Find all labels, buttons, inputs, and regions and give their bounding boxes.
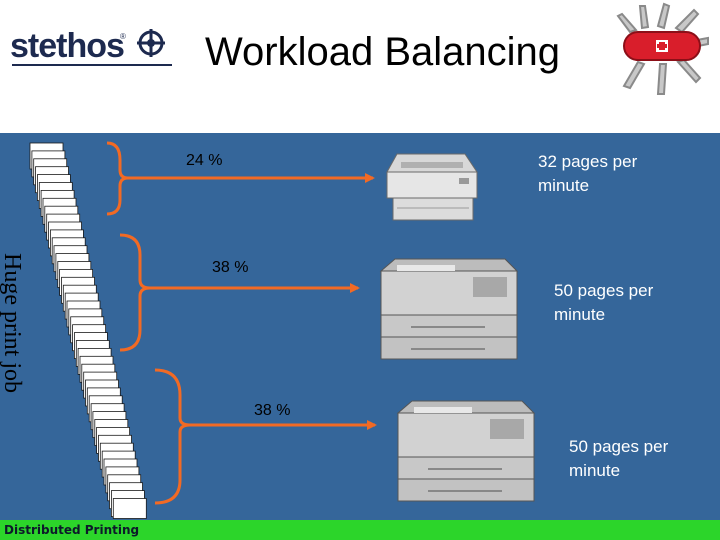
footer-bar: Distributed Printing xyxy=(0,520,720,540)
desktop-printer-icon xyxy=(386,153,478,221)
printer-rate-3: 50 pages per minute xyxy=(569,435,679,483)
stethos-logo: stethos ® xyxy=(10,26,172,76)
printer-rate-3-text: 50 pages per minute xyxy=(569,437,669,480)
crosshair-logo-icon xyxy=(137,29,165,57)
print-job-page-stack xyxy=(29,142,147,519)
percent-label-2: 38 % xyxy=(212,259,248,276)
slide-header: stethos ® Workload Balancing xyxy=(0,0,720,133)
printer-rate-2: 50 pages per minute xyxy=(554,279,664,327)
distribution-brace-3 xyxy=(154,368,191,505)
percent-label-1: 24 % xyxy=(186,152,222,169)
footer-label: Distributed Printing xyxy=(4,523,140,537)
printer-rate-1: 32 pages per minute xyxy=(538,150,648,198)
page-title: Workload Balancing xyxy=(205,30,561,74)
distribution-brace-1 xyxy=(106,141,129,216)
print-job-page xyxy=(112,498,147,519)
logo-registered-mark: ® xyxy=(120,32,126,41)
swiss-army-knife-icon xyxy=(616,2,709,95)
printer-rate-2-text: 50 pages per minute xyxy=(554,281,654,324)
distribution-brace-2 xyxy=(119,233,151,352)
huge-print-job-label: Huge print job xyxy=(0,253,25,393)
office-printer-icon-2 xyxy=(396,400,536,502)
logo-underline xyxy=(12,64,172,66)
office-printer-icon-1 xyxy=(379,258,519,360)
logo-text: stethos xyxy=(10,27,125,65)
printer-rate-1-text: 32 pages per minute xyxy=(538,152,638,195)
percent-label-3: 38 % xyxy=(254,402,290,419)
